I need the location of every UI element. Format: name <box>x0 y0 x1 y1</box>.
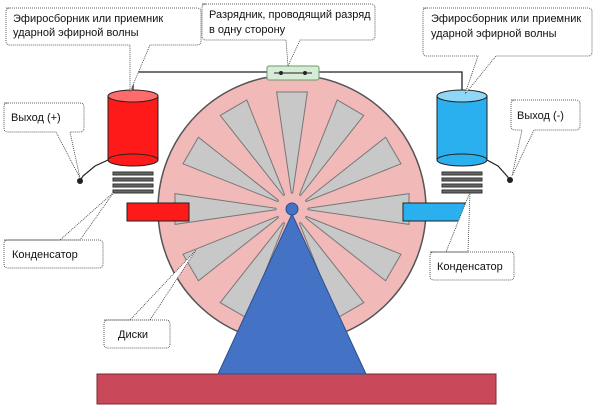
disks-label: Диски <box>118 329 148 341</box>
disk-sector <box>304 136 402 203</box>
callout-capacitor-right: Конденсатор <box>429 191 515 281</box>
disk-sector <box>307 193 410 225</box>
disk-sectors <box>174 91 410 319</box>
discharger-contact-right <box>303 71 307 75</box>
disk-sector <box>276 91 308 194</box>
output-minus-terminal <box>507 177 513 183</box>
capacitor-left <box>112 171 154 194</box>
collector-right <box>436 89 488 167</box>
callout-output-minus: Выход (-) <box>510 99 581 177</box>
disk-axle <box>285 202 299 216</box>
collector-left-label-line1: Эфиросборник или приемник <box>13 13 163 25</box>
capacitor-right <box>441 171 483 194</box>
capacitor-left-label: Конденсатор <box>12 249 78 261</box>
callout-discharger: Разрядник, проводящий разряд в одну стор… <box>201 3 376 68</box>
output-plus-label: Выход (+) <box>11 112 61 124</box>
callout-capacitor-left: Конденсатор <box>3 191 115 269</box>
callout-collector-left: Эфиросборник или приемник ударной эфирно… <box>5 7 202 93</box>
discharger-label-line2: в одну сторону <box>209 24 286 36</box>
disk-sector <box>304 215 402 282</box>
output-plus-terminal <box>77 178 83 184</box>
disk-sector <box>182 215 280 282</box>
discharger-label-line1: Разрядник, проводящий разряд <box>209 9 371 21</box>
collector-left-label-line2: ударной эфирной волны <box>13 27 139 39</box>
callout-output-plus: Выход (+) <box>3 102 85 179</box>
collector-left <box>107 89 159 167</box>
discharger-contact-left <box>279 71 283 75</box>
brush-right <box>402 202 466 222</box>
disk-sector <box>182 136 280 203</box>
brush-left <box>126 202 190 222</box>
collector-right-label-line1: Эфиросборник или приемник <box>431 13 581 25</box>
callout-collector-right: Эфиросборник или приемник ударной эфирно… <box>422 7 593 95</box>
disk-stand <box>217 212 367 375</box>
output-minus-label: Выход (-) <box>517 110 564 122</box>
disk-sector <box>174 193 277 225</box>
base-platform <box>96 373 497 405</box>
disk-sector <box>219 99 286 197</box>
callout-disks: Диски <box>103 249 197 349</box>
capacitor-right-label: Конденсатор <box>437 261 503 273</box>
disk-sector <box>298 99 365 197</box>
collector-right-label-line2: ударной эфирной волны <box>431 28 557 40</box>
